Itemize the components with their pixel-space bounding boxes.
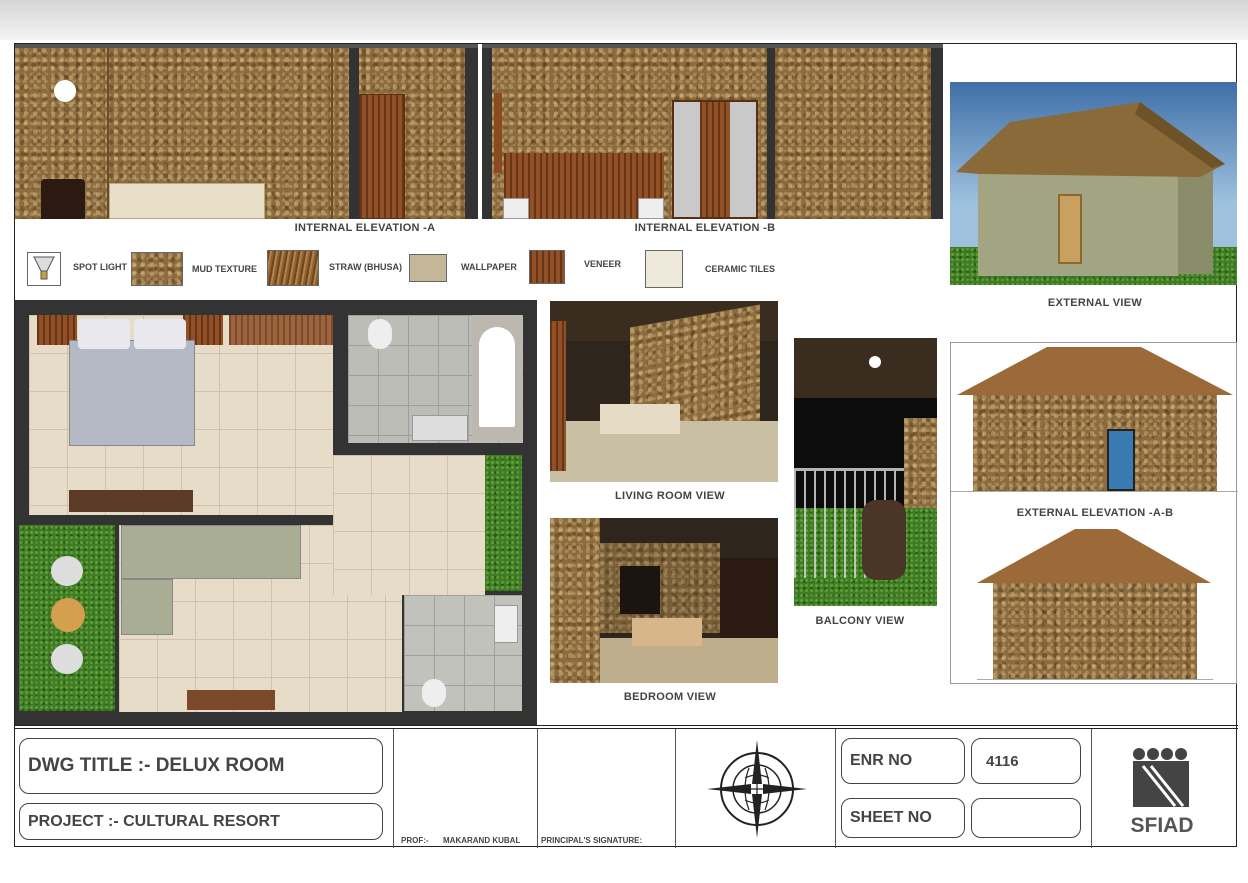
bedside-table [503,198,529,219]
enr-no-value-box: 4116 [971,738,1081,784]
enr-no-label-box: ENR NO [841,738,965,784]
elevation-a-wall [973,395,1217,491]
title-block-divider [15,728,1238,729]
page-top-shade [0,0,1248,40]
principal-signature-label: PRINCIPAL'S SIGNATURE: [541,836,643,845]
toilet [422,679,446,707]
straw-swatch [267,250,319,286]
external-view-render [950,82,1237,285]
wall-panel [229,315,333,345]
ceramic-tiles-swatch [645,250,683,288]
wall-divider [107,48,109,219]
wall-panel [37,315,77,345]
mud-texture-swatch [131,252,183,286]
column [767,48,775,219]
sfiad-logo-icon [1133,748,1189,807]
project-box: PROJECT :- CULTURAL RESORT [19,803,383,840]
wash-basin [494,605,518,643]
ground-line [951,491,1238,492]
living-floor [333,455,485,595]
legend-label: VENEER [584,259,622,269]
living-room-render [550,301,778,482]
floor-lamp [41,179,85,219]
balcony-render [794,338,937,606]
bathtub [472,315,522,441]
bathroom-2 [404,595,522,711]
wardrobe [672,100,758,219]
bedside-table [638,198,664,219]
ground-line [977,679,1213,680]
planter [485,455,522,591]
sheet-no-value-box [971,798,1081,838]
dwg-title-box: DWG TITLE :- DELUX ROOM [19,738,383,794]
internal-elevation-b [482,44,943,219]
bedroom-render [550,518,778,683]
wall-divider [331,48,333,219]
column-divider [675,729,676,848]
column-divider [1091,729,1092,848]
column [931,48,943,219]
wash-basin [412,415,468,441]
column-divider [537,729,538,848]
column-divider [393,729,394,848]
prof-label: PROF:- [401,836,429,845]
internal-elevation-a [15,44,478,219]
spot-light [54,80,76,102]
internal-elevation-b-label: INTERNAL ELEVATION -B [634,222,776,234]
bed [69,319,195,446]
balcony-chair [51,644,83,674]
bed-headboard [504,153,664,219]
legend-label: WALLPAPER [461,262,517,272]
wallpaper-swatch [409,254,447,282]
internal-elevation-a-label: INTERNAL ELEVATION -A [294,222,436,234]
legend-label: MUD TEXTURE [192,264,257,274]
l-shaped-sofa [121,579,173,635]
sheet-no-label-box: SHEET NO [841,798,965,838]
legend-label: SPOT LIGHT [73,262,127,272]
bedroom-view-label: BEDROOM VIEW [623,691,717,703]
console-table [69,490,193,512]
wall-divider [494,93,502,173]
living-room-view-label: LIVING ROOM VIEW [615,490,725,502]
sofa [109,183,265,219]
tv-unit [187,690,275,710]
prof-name: MAKARAND KUBAL [443,836,521,845]
column-divider [835,729,836,848]
external-elevation [950,342,1238,684]
balcony-view-label: BALCONY VIEW [815,615,905,627]
sfiad-logo-text: SFIAD [1130,814,1194,837]
title-block: DWG TITLE :- DELUX ROOM PROJECT :- CULTU… [15,725,1238,848]
spot-light-icon [33,256,55,280]
elevation-a-roof [957,347,1233,395]
column [482,48,492,219]
balcony-table [51,598,85,632]
toilet [368,319,392,349]
elevation-b-roof [977,529,1211,583]
balcony-chair [51,556,83,586]
bathroom-1 [348,315,523,443]
elevation-a-door [1107,429,1135,491]
legend-label: STRAW (BHUSA) [329,262,402,272]
drawing-sheet: INTERNAL ELEVATION -A INTERNAL ELEVATION… [14,43,1238,848]
legend-label: CERAMIC TILES [705,264,776,274]
elevation-b-wall [993,583,1197,679]
column [349,48,359,219]
external-elevation-label: EXTERNAL ELEVATION -A-B [1016,507,1174,519]
north-compass-icon [707,740,807,838]
spot-light-swatch [27,252,61,286]
floor-plan [15,300,537,725]
veneer-swatch [529,250,565,284]
l-shaped-sofa [121,525,301,579]
external-view-label: EXTERNAL VIEW [1047,297,1143,309]
column [465,48,478,219]
door [359,94,405,219]
